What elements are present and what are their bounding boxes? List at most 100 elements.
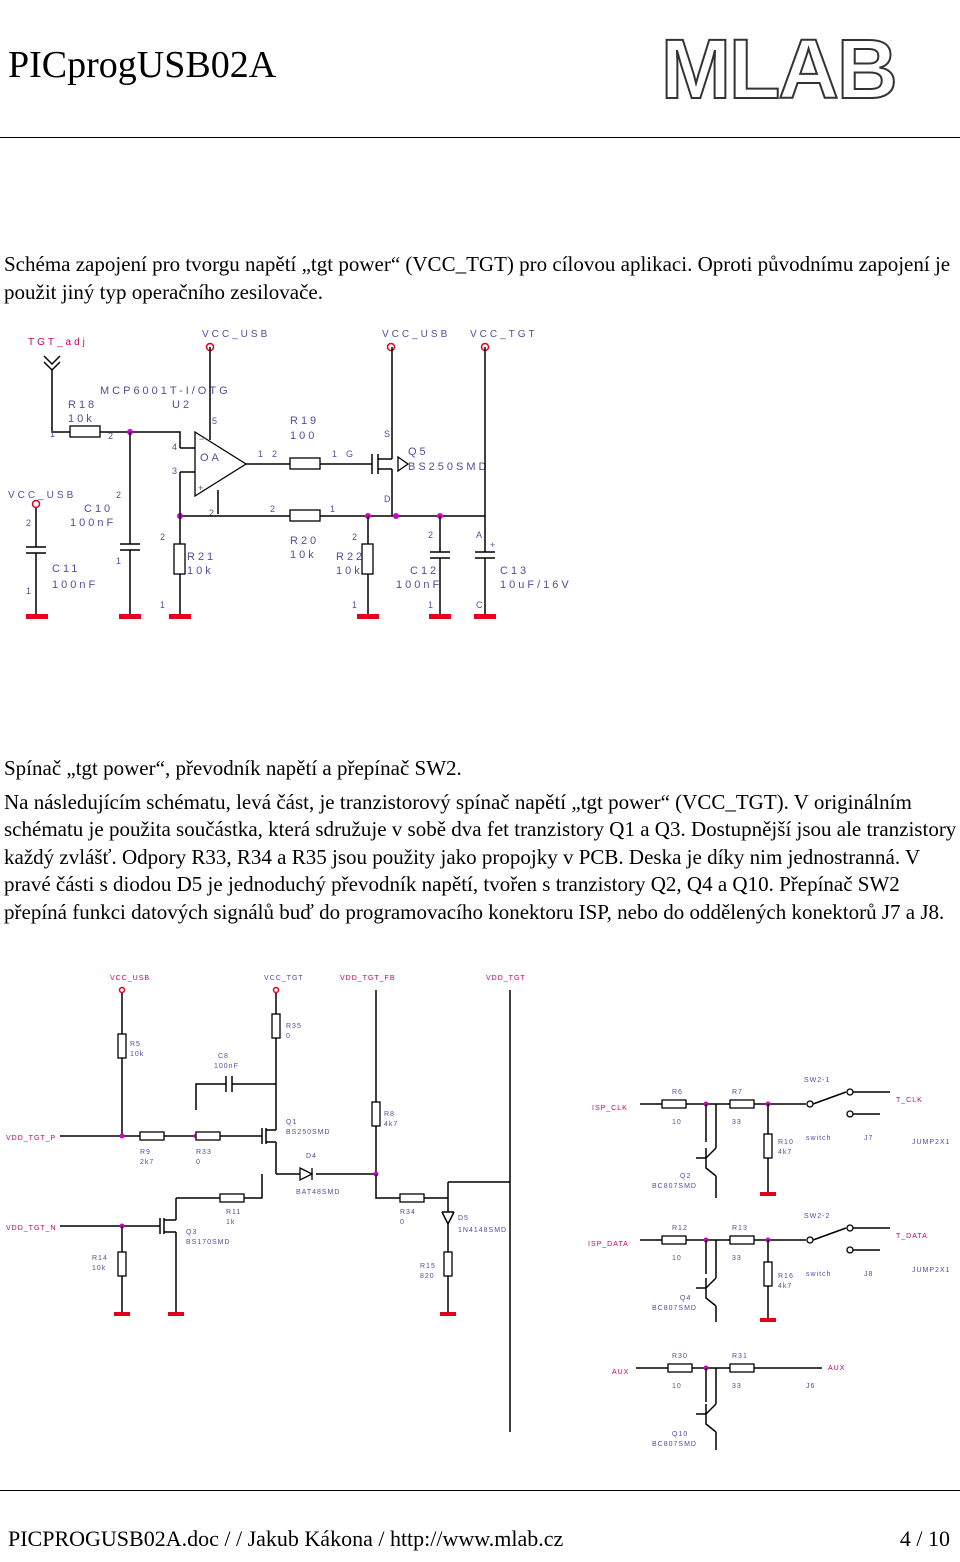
svg-text:1: 1 (116, 556, 122, 566)
svg-text:1: 1 (428, 600, 434, 610)
r9-ref: R9 (140, 1149, 151, 1156)
r9-value: 2k7 (140, 1159, 154, 1166)
r15-ref: R15 (420, 1263, 436, 1270)
section-switch: Spínač „tgt power“, převodník napětí a p… (4, 755, 959, 926)
r12-value: 10 (672, 1255, 682, 1262)
resistor-r16 (763, 1261, 773, 1287)
net-label-aux-out: AUX (828, 1365, 845, 1372)
net-label-isp-data: ISP_DATA (588, 1241, 629, 1248)
c11-ref: C11 (52, 563, 80, 575)
section-heading: Spínač „tgt power“, převodník napětí a p… (4, 756, 462, 780)
svg-text:A: A (476, 530, 483, 540)
u2-body-label: OA (200, 452, 222, 464)
r13-value: 33 (732, 1255, 742, 1262)
r30-value: 10 (672, 1383, 682, 1390)
r11-ref: R11 (226, 1209, 241, 1216)
r34-ref: R34 (400, 1209, 416, 1216)
c13-value: 10uF/16V (500, 579, 572, 591)
c8-value: 100nF (214, 1063, 239, 1070)
c10-ref: C10 (84, 503, 113, 515)
resistor-r13 (729, 1235, 755, 1245)
header-divider (0, 137, 960, 138)
net-label-t-clk: T_CLK (896, 1097, 923, 1104)
svg-text:2: 2 (26, 518, 32, 528)
input-arrow-icon (43, 355, 61, 372)
svg-text:5: 5 (212, 416, 218, 426)
svg-text:2: 2 (352, 532, 358, 542)
resistor-r9 (139, 1131, 165, 1141)
sw2-1-ref: SW2-1 (804, 1077, 830, 1084)
d4-ref: D4 (306, 1153, 317, 1160)
ground-symbol (26, 614, 48, 619)
r13-ref: R13 (732, 1225, 748, 1232)
power-symbol (386, 342, 396, 352)
intro-paragraph: Schéma zapojení pro tvorgu napětí „tgt p… (4, 252, 951, 304)
mosfet-q5 (371, 347, 393, 516)
r7-value: 33 (732, 1119, 742, 1126)
diode-d4 (299, 1166, 314, 1182)
svg-text:4: 4 (172, 442, 178, 452)
net-label-vcc-usb: VCC_USB (382, 329, 450, 340)
resistor-r21 (173, 543, 186, 575)
page-number: 4 / 10 (899, 1526, 950, 1551)
net-label-vcc-tgt: VCC_TGT (470, 329, 538, 340)
svg-text:1: 1 (258, 449, 264, 459)
q4-ref: Q4 (680, 1295, 691, 1302)
transistor-q4 (696, 1240, 717, 1322)
jump-a-label: JUMP2X1 (912, 1139, 951, 1146)
svg-text:+: + (198, 483, 204, 493)
r35-value: 0 (286, 1033, 291, 1040)
r35-ref: R35 (286, 1023, 302, 1030)
net-label-t-data: T_DATA (896, 1233, 928, 1240)
svg-text:2: 2 (160, 532, 166, 542)
resistor-r31 (729, 1363, 755, 1373)
u2-type: MCP6001T-I/OTG (100, 385, 231, 397)
ground-symbol (429, 614, 451, 619)
r6-ref: R6 (672, 1089, 683, 1096)
document-title: PICprogUSB02A (8, 44, 277, 86)
resistor-r34 (399, 1193, 425, 1203)
mlab-logo: MLAB (660, 30, 899, 108)
resistor-r20 (289, 509, 321, 522)
r7-ref: R7 (732, 1089, 743, 1096)
svg-text:2: 2 (209, 508, 215, 518)
j8-ref: J8 (864, 1271, 873, 1278)
net-label-isp-clk: ISP_CLK (592, 1105, 628, 1112)
svg-text:2: 2 (108, 431, 114, 441)
page-header: PICprogUSB02A MLAB (0, 0, 960, 138)
resistor-r15 (443, 1251, 453, 1277)
q5-value: BS250SMD (408, 461, 489, 473)
q3-value: BS170SMD (186, 1239, 231, 1246)
r20-value: 10k (290, 549, 317, 561)
d5-value: 1N4148SMD (458, 1227, 507, 1234)
c11-value: 100nF (52, 579, 98, 591)
page-footer: PICPROGUSB02A.doc / / Jakub Kákona / htt… (0, 1490, 960, 1562)
ground-symbol (169, 614, 191, 619)
r16-ref: R16 (778, 1273, 794, 1280)
net-label-vdd-tgt-p: VDD_TGT_P (6, 1135, 56, 1142)
mosfet-q3 (159, 1198, 177, 1312)
svg-text:1: 1 (50, 429, 56, 439)
svg-text:1: 1 (330, 504, 336, 514)
ground-symbol (357, 614, 379, 619)
capacitor-c10 (120, 432, 140, 616)
jump-b-label: JUMP2X1 (912, 1267, 951, 1274)
capacitor-c8 (195, 1076, 276, 1110)
r31-ref: R31 (732, 1353, 748, 1360)
r20-ref: R20 (290, 535, 319, 547)
svg-text:+: + (490, 540, 496, 550)
resistor-r19 (289, 457, 321, 470)
q2-ref: Q2 (680, 1173, 691, 1180)
r10-value: 4k7 (778, 1149, 792, 1156)
svg-text:S: S (384, 429, 391, 439)
resistor-r8 (371, 1101, 381, 1127)
svg-text:1: 1 (160, 600, 166, 610)
q1-ref: Q1 (286, 1119, 297, 1126)
footer-divider (0, 1490, 960, 1491)
r19-value: 100 (290, 430, 317, 442)
u2-ref: U2 (172, 399, 192, 411)
net-label-vdd-tgt-fb: VDD_TGT_FB (340, 975, 396, 982)
switch-sw2-2 (812, 1227, 847, 1241)
net-label-vcc-usb: VCC_USB (110, 975, 150, 982)
svg-text:2: 2 (428, 530, 434, 540)
